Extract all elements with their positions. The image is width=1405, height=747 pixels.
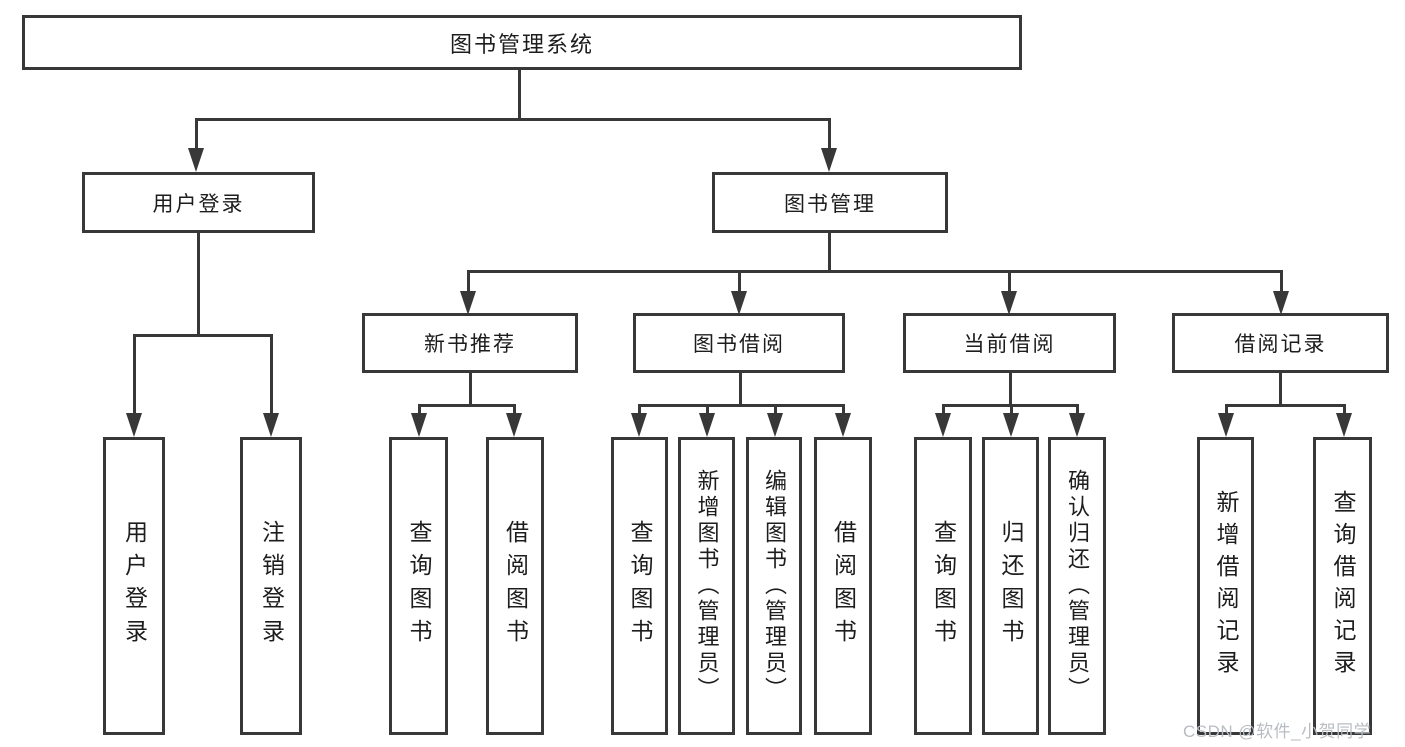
connector-line (1076, 404, 1079, 416)
connector-line (1009, 373, 1012, 407)
arrowhead (1273, 291, 1289, 315)
node-book-borrow: 图书借阅 (633, 313, 845, 373)
arrowhead (699, 413, 715, 437)
connector-line (842, 404, 845, 416)
arrowhead (188, 148, 204, 172)
leaf-recommend-query-book-label: 查询图书 (406, 520, 432, 652)
leaf-add-borrow-record: 新增借阅记录 (1197, 437, 1254, 735)
connector-line (518, 70, 521, 120)
arrowhead (1069, 413, 1085, 437)
node-book-borrow-label: 图书借阅 (693, 333, 785, 356)
connector-line (513, 404, 516, 416)
leaf-query-borrow-record: 查询借阅记录 (1313, 437, 1372, 735)
node-user-login: 用户登录 (82, 172, 315, 233)
node-borrow-records: 借阅记录 (1172, 313, 1389, 373)
leaf-edit-book-admin-label: 编辑图书（管理员） (762, 469, 787, 703)
connector-line (418, 404, 516, 407)
connector-line (270, 334, 273, 415)
leaf-borrow-borrow-book-label: 借阅图书 (830, 520, 857, 652)
arrowhead (460, 291, 476, 315)
node-library-management-system: 图书管理系统 (22, 15, 1022, 70)
node-new-book-recommend: 新书推荐 (362, 313, 578, 373)
node-book-management: 图书管理 (712, 172, 948, 233)
leaf-add-borrow-record-label: 新增借阅记录 (1213, 490, 1239, 682)
connector-line (706, 404, 709, 416)
connector-line (738, 270, 741, 294)
leaf-edit-book-admin: 编辑图书（管理员） (746, 437, 802, 735)
arrowhead (411, 413, 427, 437)
arrowhead (1218, 413, 1234, 437)
arrowhead (731, 291, 747, 315)
leaf-confirm-return-admin-label: 确认归还（管理员） (1065, 469, 1090, 703)
connector-line (467, 270, 470, 294)
arrowhead (1003, 413, 1019, 437)
leaf-current-query-book: 查询图书 (914, 437, 972, 735)
leaf-current-query-book-label: 查询图书 (930, 520, 957, 652)
leaf-user-login-label: 用户登录 (121, 520, 148, 652)
connector-line (133, 334, 136, 415)
node-current-borrow: 当前借阅 (903, 313, 1116, 373)
arrowhead (821, 148, 837, 172)
connector-line (1008, 270, 1011, 294)
connector-line (774, 404, 777, 416)
leaf-logout: 注销登录 (240, 437, 302, 735)
leaf-return-book: 归还图书 (982, 437, 1039, 735)
connector-line (1010, 404, 1013, 416)
arrowhead (1336, 413, 1352, 437)
connector-line (1343, 404, 1346, 416)
node-book-management-label: 图书管理 (784, 192, 876, 216)
leaf-borrow-borrow-book: 借阅图书 (814, 437, 872, 735)
leaf-add-book-admin: 新增图书（管理员） (678, 437, 735, 735)
arrowhead (767, 413, 783, 437)
leaf-borrow-query-book-label: 查询图书 (627, 520, 653, 652)
arrowhead (263, 413, 279, 437)
leaf-query-borrow-record-label: 查询借阅记录 (1330, 490, 1356, 682)
leaf-recommend-borrow-book-label: 借阅图书 (502, 520, 529, 652)
arrowhead (506, 413, 522, 437)
connector-line (638, 404, 845, 407)
node-user-login-label: 用户登录 (152, 192, 245, 216)
node-root-label: 图书管理系统 (449, 31, 594, 57)
connector-line (133, 334, 273, 337)
leaf-borrow-query-book: 查询图书 (611, 437, 668, 735)
arrowhead (126, 413, 142, 437)
connector-line (195, 118, 198, 151)
leaf-add-book-admin-label: 新增图书（管理员） (694, 469, 720, 703)
watermark: CSDN @软件_小贺同学 (1183, 722, 1372, 741)
connector-line (1225, 404, 1228, 416)
connector-line (1280, 270, 1283, 294)
connector-line (828, 233, 831, 273)
arrowhead (631, 413, 647, 437)
arrowhead (835, 413, 851, 437)
connector-line (1225, 404, 1346, 407)
connector-line (196, 118, 831, 121)
connector-line (469, 373, 472, 407)
connector-line (467, 270, 1283, 273)
connector-line (418, 404, 421, 416)
node-current-borrow-label: 当前借阅 (963, 333, 1056, 356)
connector-line (197, 233, 200, 337)
leaf-user-login: 用户登录 (103, 437, 165, 735)
leaf-return-book-label: 归还图书 (998, 520, 1024, 652)
connector-line (1279, 373, 1282, 407)
arrowhead (1001, 291, 1017, 315)
connector-line (739, 373, 742, 407)
leaf-recommend-borrow-book: 借阅图书 (486, 437, 544, 735)
arrowhead (935, 413, 951, 437)
node-borrow-records-label: 借阅记录 (1234, 333, 1327, 356)
leaf-logout-label: 注销登录 (258, 520, 285, 652)
connector-line (828, 118, 831, 151)
leaf-recommend-query-book: 查询图书 (389, 437, 448, 735)
connector-line (638, 404, 641, 416)
connector-line (942, 404, 945, 416)
node-new-book-recommend-label: 新书推荐 (424, 333, 516, 356)
leaf-confirm-return-admin: 确认归还（管理员） (1048, 437, 1106, 735)
